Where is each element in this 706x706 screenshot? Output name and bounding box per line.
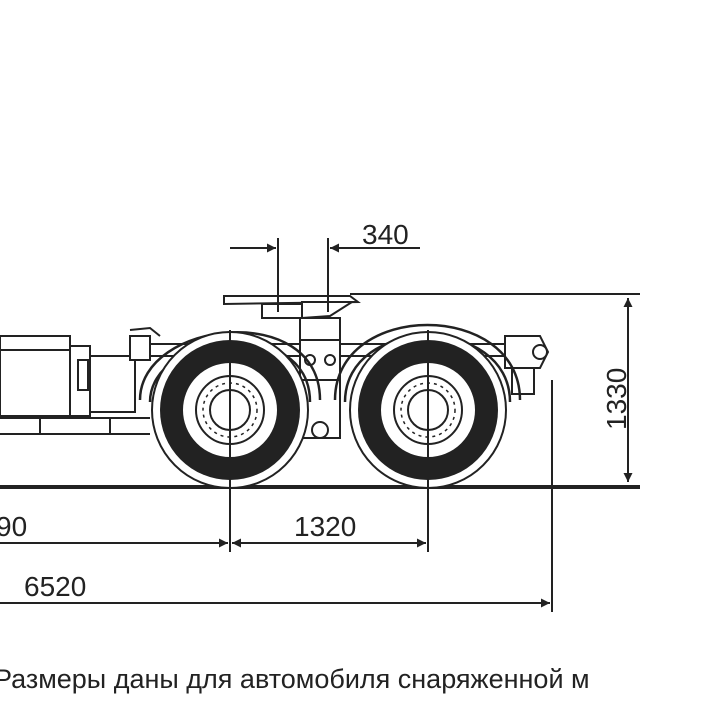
fifth-wheel-offset-label: 340 [362, 219, 409, 250]
wheelbase-partial-label: 90 [0, 511, 27, 542]
fifth-wheel-height-label: 1330 [601, 368, 632, 430]
caption-note: Размеры даны для автомобиля снаряженной … [0, 664, 590, 694]
overall-length-label: 6520 [24, 571, 86, 602]
dimension-fifth-wheel-height [350, 293, 640, 482]
dimension-fifth-wheel-offset [230, 238, 420, 312]
dimension-axle-spacing [0, 330, 429, 552]
rear-axle-spacing-label: 1320 [294, 511, 356, 542]
dimension-overall-length [0, 380, 553, 612]
